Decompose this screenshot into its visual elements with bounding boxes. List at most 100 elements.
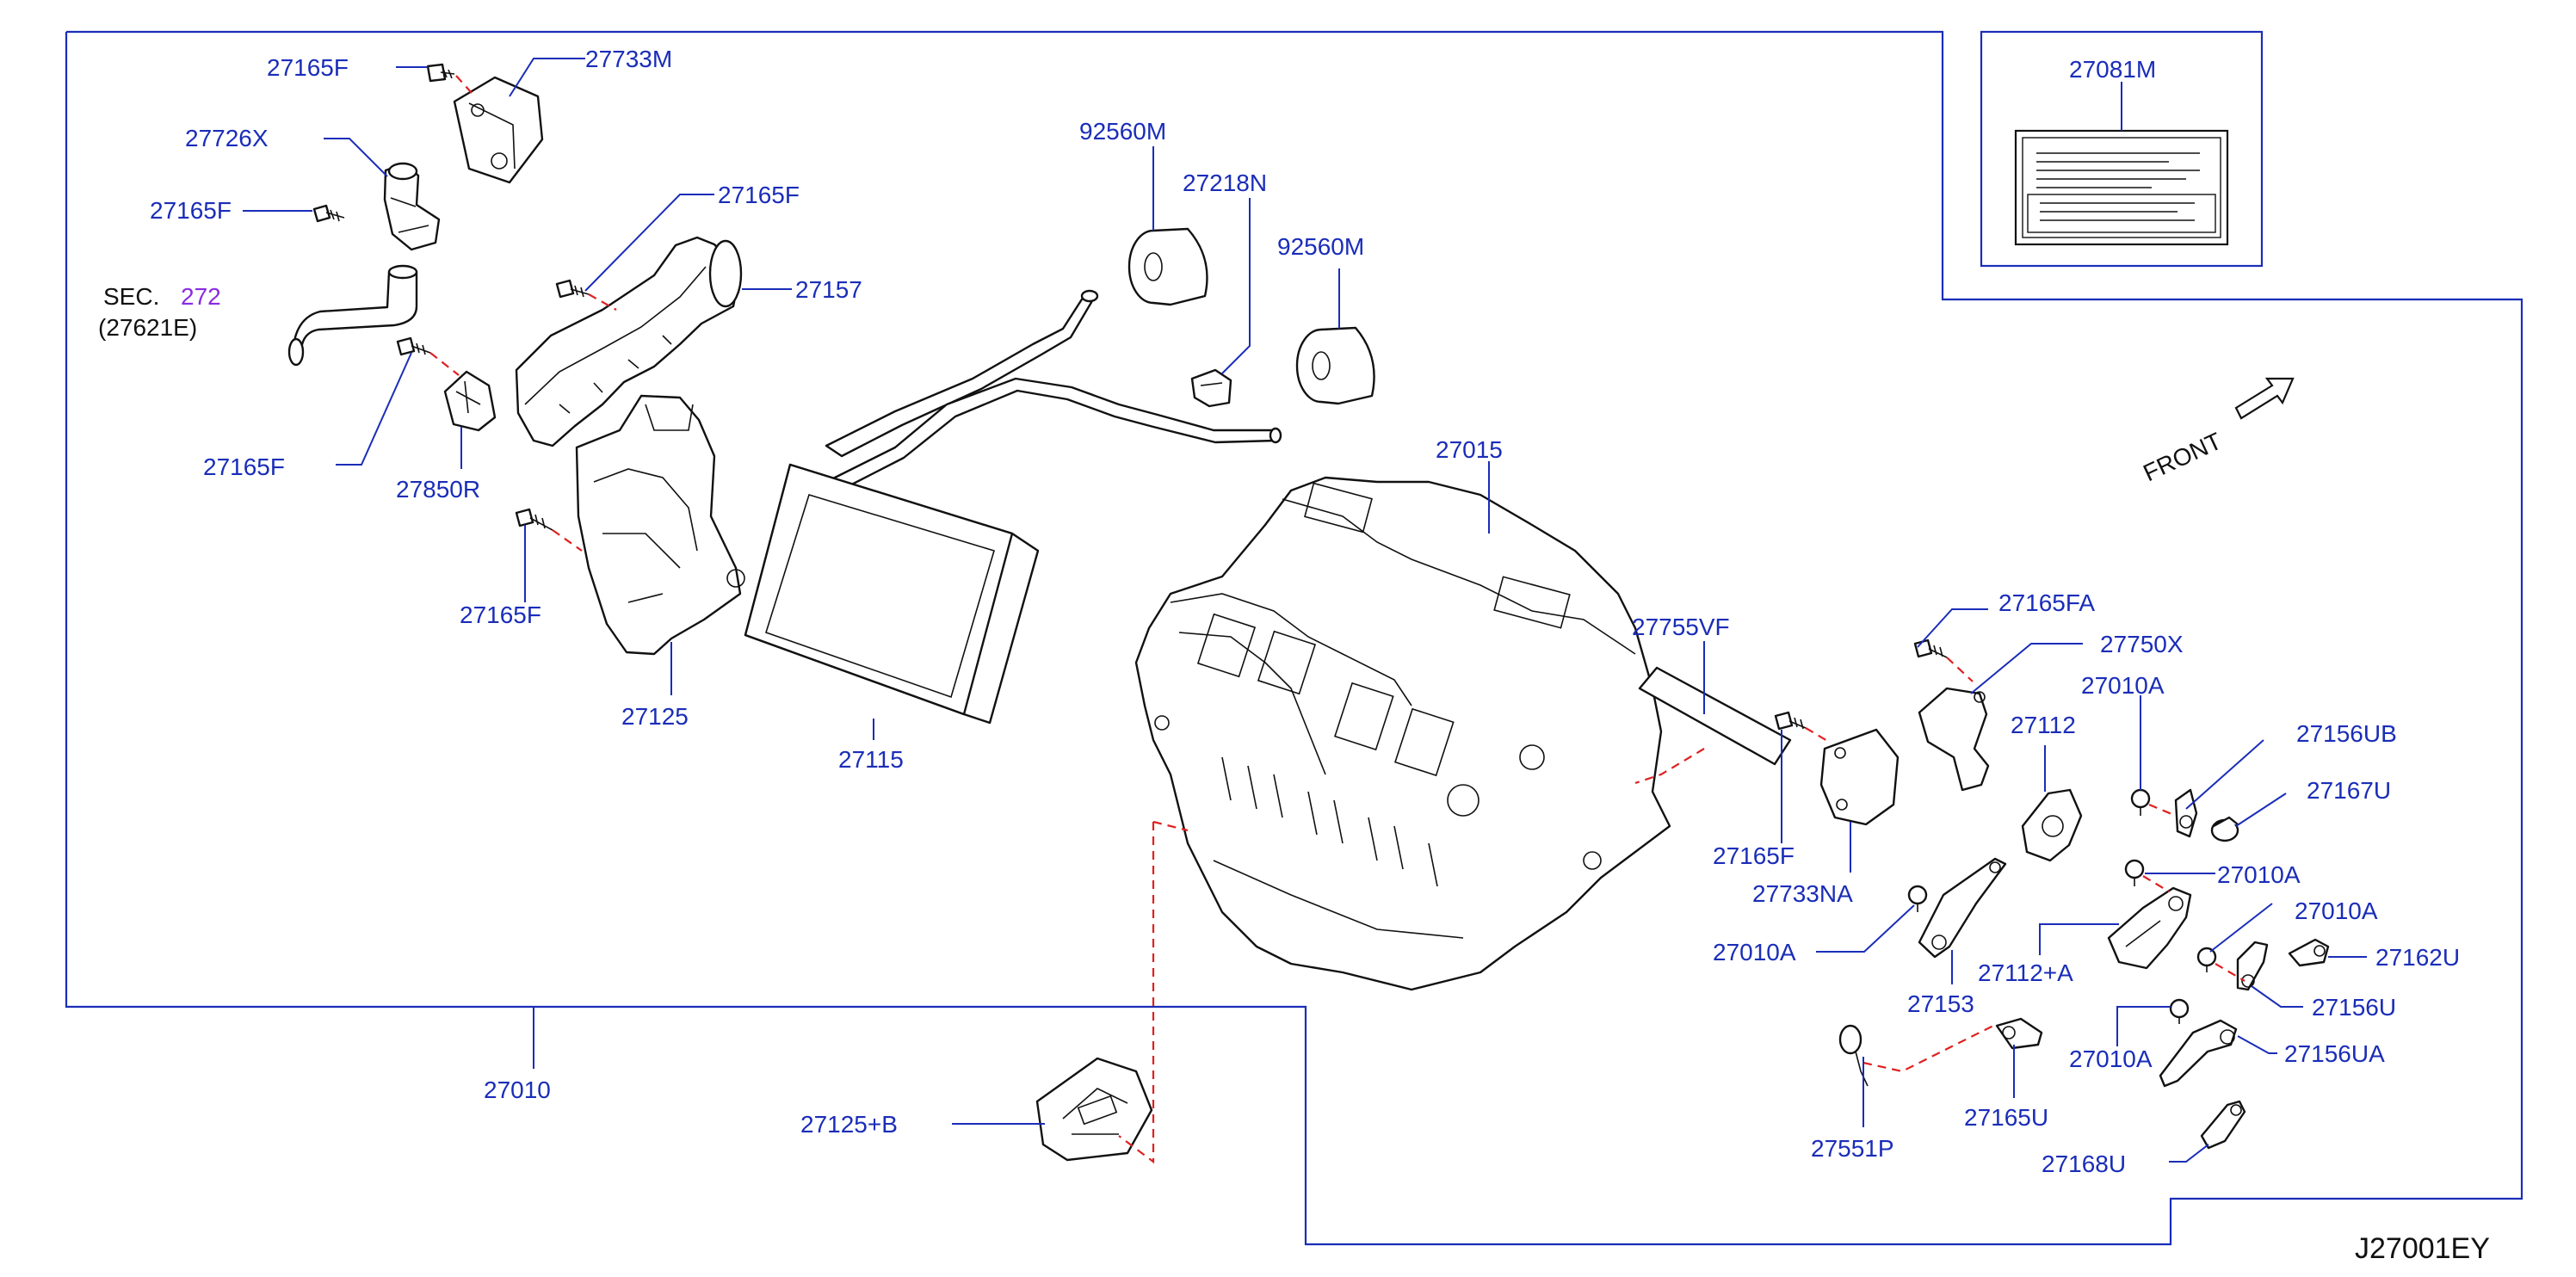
part-27115-core: [744, 463, 1040, 725]
label-27750X: 27750X: [2100, 631, 2184, 657]
dash-27733M: [455, 75, 473, 94]
label-27165F-d: 27165F: [718, 182, 800, 208]
dash-27157: [588, 293, 617, 311]
leader-27750X: [1970, 643, 2083, 694]
label-27168U: 27168U: [2042, 1151, 2126, 1177]
leader-27167U: [2235, 793, 2287, 827]
screw-27165FA: [1913, 638, 1948, 658]
part-27551P: [1838, 1024, 1869, 1087]
part-27156UA: [2159, 1019, 2238, 1088]
label-27165U: 27165U: [1964, 1104, 2048, 1131]
fastener-27010A-a: [2130, 788, 2151, 816]
label-27165F-c: 27165F: [203, 453, 285, 480]
leader-27168U: [2169, 1144, 2209, 1163]
dash-27755VF: [1634, 748, 1705, 785]
label-27162U: 27162U: [2375, 944, 2460, 971]
fastener-27010A-d: [2196, 947, 2217, 972]
fastener-27010A-e: [2169, 998, 2190, 1024]
screw-27165F-a: [426, 63, 455, 83]
part-27168U: [2200, 1100, 2246, 1150]
reference-code: J27001EY: [2355, 1232, 2490, 1265]
part-27165U: [1995, 1017, 2043, 1050]
label-27165FA: 27165FA: [1998, 589, 2095, 616]
label-27156U: 27156U: [2312, 994, 2396, 1021]
label-27125B: 27125+B: [800, 1111, 898, 1138]
part-27156UB: [2174, 788, 2198, 838]
label-27112A: 27112+A: [1978, 959, 2073, 986]
dash-27125B-top: [1152, 820, 1189, 832]
dash-27112A: [2142, 875, 2170, 892]
leader-27165FA: [1917, 608, 1988, 648]
label-92560M-a: 92560M: [1079, 118, 1166, 145]
leader-27156U: [2251, 985, 2303, 1008]
part-27167U: [2210, 816, 2239, 842]
label-27218N: 27218N: [1183, 170, 1267, 196]
part-27125: [575, 394, 745, 656]
dash-27551P: [1863, 1023, 1998, 1073]
label-27010A-a: 27010A: [2081, 672, 2165, 699]
part-27850R: [443, 370, 497, 432]
part-27153: [1918, 857, 2007, 959]
label-27010A-c: 27010A: [2217, 861, 2301, 888]
hose-sec272: [287, 264, 418, 367]
label-27010A-e: 27010A: [2069, 1046, 2153, 1072]
label-27081M: 27081M: [2069, 56, 2156, 83]
screw-27165F-b: [312, 204, 345, 223]
clip-27218N: [1190, 368, 1232, 408]
label-27165F-f: 27165F: [1713, 842, 1795, 869]
label-27165F-b: 27165F: [150, 197, 232, 224]
dash-27156UB: [2148, 803, 2177, 817]
leader-27112A: [2039, 923, 2119, 955]
dash-27125B: [1118, 822, 1155, 1164]
part-27112A: [2107, 886, 2192, 970]
label-inset-frame: [1980, 30, 2264, 268]
label-27010A-d: 27010A: [2295, 898, 2378, 924]
label-27551P: 27551P: [1811, 1135, 1894, 1162]
part-27156U: [2236, 941, 2269, 991]
label-27167U: 27167U: [2307, 777, 2391, 804]
grommet-92560M-a: [1127, 227, 1208, 306]
fastener-27010A-b: [1907, 885, 1928, 912]
label-27755VF: 27755VF: [1632, 614, 1730, 640]
label-27733NA: 27733NA: [1752, 880, 1853, 907]
leader-27156UA: [2237, 1035, 2277, 1054]
label-27125: 27125: [621, 703, 689, 730]
label-92560M-b: 92560M: [1277, 233, 1364, 260]
dash-27750X: [1946, 657, 1974, 682]
part-27750X: [1918, 687, 1990, 792]
part-27162U: [2288, 938, 2330, 967]
label-27157: 27157: [795, 276, 862, 303]
dash-27125: [552, 529, 583, 552]
assembly-frame: [65, 30, 2523, 1246]
label-27010A-b: 27010A: [1713, 939, 1796, 965]
leader-27165F-d: [584, 194, 714, 292]
label-27165F-a: 27165F: [267, 54, 349, 81]
leader-27733M: [509, 58, 585, 97]
label-27733M: 27733M: [585, 46, 672, 72]
part-27125B: [1035, 1057, 1153, 1162]
screw-27165F-d: [555, 279, 590, 299]
label-27156UB: 27156UB: [2296, 720, 2397, 747]
label-27726X: 27726X: [185, 125, 269, 151]
screw-27165F-c: [396, 336, 431, 356]
label-27112: 27112: [2011, 712, 2076, 738]
part-27733M: [453, 76, 544, 184]
label-sec-sub: (27621E): [98, 314, 197, 341]
label-27850R: 27850R: [396, 476, 480, 503]
leader-27726X: [324, 138, 388, 177]
part-27112: [2021, 788, 2083, 862]
caution-label-27081M: [2014, 129, 2229, 246]
screw-27165F-e: [515, 508, 553, 531]
label-sec-prefix: SEC.: [103, 283, 159, 310]
part-27115-pipes: [825, 289, 1282, 494]
screw-27165F-f: [1774, 711, 1807, 731]
leader-27010A-d: [2209, 903, 2273, 953]
label-27010: 27010: [484, 1077, 551, 1103]
leader-27010A-b: [1816, 904, 1915, 953]
part-27015-case: [1134, 476, 1671, 991]
seal-27755VF: [1638, 666, 1792, 766]
fastener-27010A-c: [2124, 859, 2145, 886]
front-arrow-icon: [2234, 377, 2295, 420]
label-27165F-e: 27165F: [460, 601, 541, 628]
label-sec-number: 272: [181, 283, 221, 310]
